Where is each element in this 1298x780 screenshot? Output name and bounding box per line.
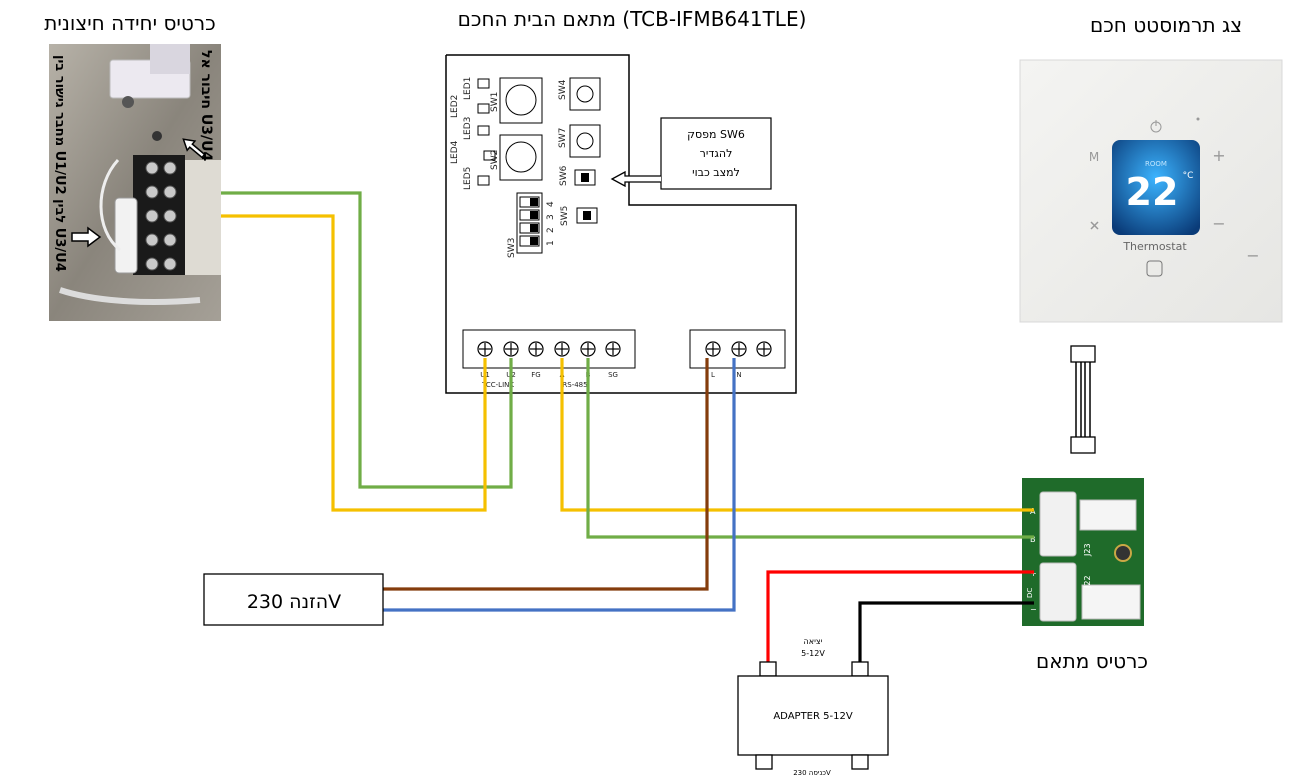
sw6-callout: מפסק SW6 להגדיר למצב כבוי: [610, 117, 772, 190]
terminal-label-n: N: [736, 371, 741, 379]
thermostat-minus-button-outer[interactable]: −: [1246, 246, 1259, 265]
switch-label-sw5: SW5: [560, 206, 570, 226]
outdoor-card-title: כרטיס יחידה חיצונית: [44, 11, 215, 35]
adapter-card-label-dc: DC: [1026, 588, 1034, 598]
power-supply-box: הזנה 230V: [203, 573, 384, 626]
wire-red-dc: [766, 570, 1034, 662]
wire-green-rs485: [586, 358, 1034, 539]
thermostat-minus-button[interactable]: −: [1212, 214, 1225, 233]
switch-label-sw4: SW4: [558, 79, 568, 100]
adapter-card-label-b: B: [1030, 535, 1036, 544]
ps-adapter-input-label: כניסה 230V: [793, 769, 831, 777]
arrow-icon: [71, 226, 102, 248]
adapter-card-label-minus: −: [1030, 605, 1037, 614]
thermostat-plus-button[interactable]: +: [1212, 146, 1225, 165]
smart-home-adapter-title: מתאם הבית החכם (TCB-IFMB641TLE): [458, 7, 807, 31]
thermostat-mode-button[interactable]: M: [1089, 150, 1099, 164]
terminal-label-l: L: [711, 371, 715, 379]
wire-yellow-tcc: [221, 214, 487, 512]
thermostat-title: צג תרמוסטט חכם: [1090, 13, 1242, 37]
switch-label-sw2: SW2: [490, 150, 500, 170]
arrow-left-icon: [610, 170, 661, 188]
ps-adapter-label: ADAPTER 5-12V: [773, 711, 852, 722]
led-label: LED5: [463, 167, 473, 190]
smart-home-adapter-board: LED1 LED2 LED3 LED4 LED5 SW1 SW2 SW4 SW7…: [445, 54, 797, 394]
outdoor-photo-label-right: חיבור אל U3/U4: [198, 50, 214, 162]
outdoor-unit-photo: חיבור אל U3/U4 מחבר גישור בין U1/U2 לבין…: [49, 44, 221, 321]
dot-icon: [1196, 117, 1200, 121]
dip-number: 4: [546, 201, 556, 207]
callout-line-1: מפסק SW6: [687, 128, 745, 141]
switch-label-sw6: SW6: [559, 165, 569, 186]
switch-label-sw7: SW7: [558, 128, 568, 148]
wire-yellow-rs485: [560, 358, 1034, 512]
outdoor-photo-label-left: מחבר גישור בין U1/U2 לבין U3/U4: [52, 55, 67, 272]
ps-adapter-output-line2: 5-12V: [801, 649, 825, 658]
thermostat-unit: °C: [1183, 171, 1194, 181]
thermostat-panel: ROOM 22 °C Thermostat M + − −: [1019, 59, 1283, 323]
led-label: LED2: [450, 95, 460, 118]
terminal-label: FG: [531, 371, 540, 379]
wire-green-tcc: [221, 191, 513, 489]
group-label-rs485: RS-485: [562, 381, 587, 389]
switch-label-sw1: SW1: [490, 92, 500, 112]
group-label-tcc-link: TCC-LINK: [481, 381, 514, 389]
power-supply-label: הזנה 230V: [247, 591, 341, 613]
ps-adapter-output-line1: יציאה: [804, 637, 823, 646]
wire-black-dc: [858, 601, 1034, 662]
led-label: LED3: [463, 117, 473, 140]
wire-blue-n: [383, 358, 736, 612]
adapter-card-label-j23: J23: [1083, 543, 1092, 557]
home-icon[interactable]: [1146, 260, 1163, 277]
dip-number: 3: [546, 214, 556, 220]
dip-number: 1: [546, 240, 556, 246]
thermostat-temperature: 22: [1126, 170, 1179, 214]
power-adapter: ADAPTER 5-12V יציאה 5-12V כניסה 230V: [737, 637, 889, 777]
adapter-card-label-j22: J22: [1083, 575, 1092, 589]
dip-number: 2: [546, 227, 556, 233]
led-label: LED1: [463, 77, 473, 100]
ribbon-cable: [1070, 345, 1096, 454]
thermostat-brand: Thermostat: [1122, 240, 1187, 253]
callout-line-3: למצב כבוי: [692, 166, 740, 179]
adapter-card-title: כרטיס מתאם: [1036, 649, 1148, 673]
wires: [221, 191, 1034, 662]
wire-brown-l: [383, 358, 709, 591]
terminal-label: SG: [608, 371, 618, 379]
thermostat-room-label: ROOM: [1145, 160, 1167, 168]
adapter-card-board: A B DC + − J23 J22: [1022, 478, 1144, 626]
led-label: LED4: [450, 140, 460, 164]
switch-label-sw3: SW3: [507, 238, 517, 258]
callout-line-2: להגדיר: [700, 147, 733, 160]
arrow-icon: [182, 138, 206, 159]
fan-icon[interactable]: [1090, 221, 1099, 230]
